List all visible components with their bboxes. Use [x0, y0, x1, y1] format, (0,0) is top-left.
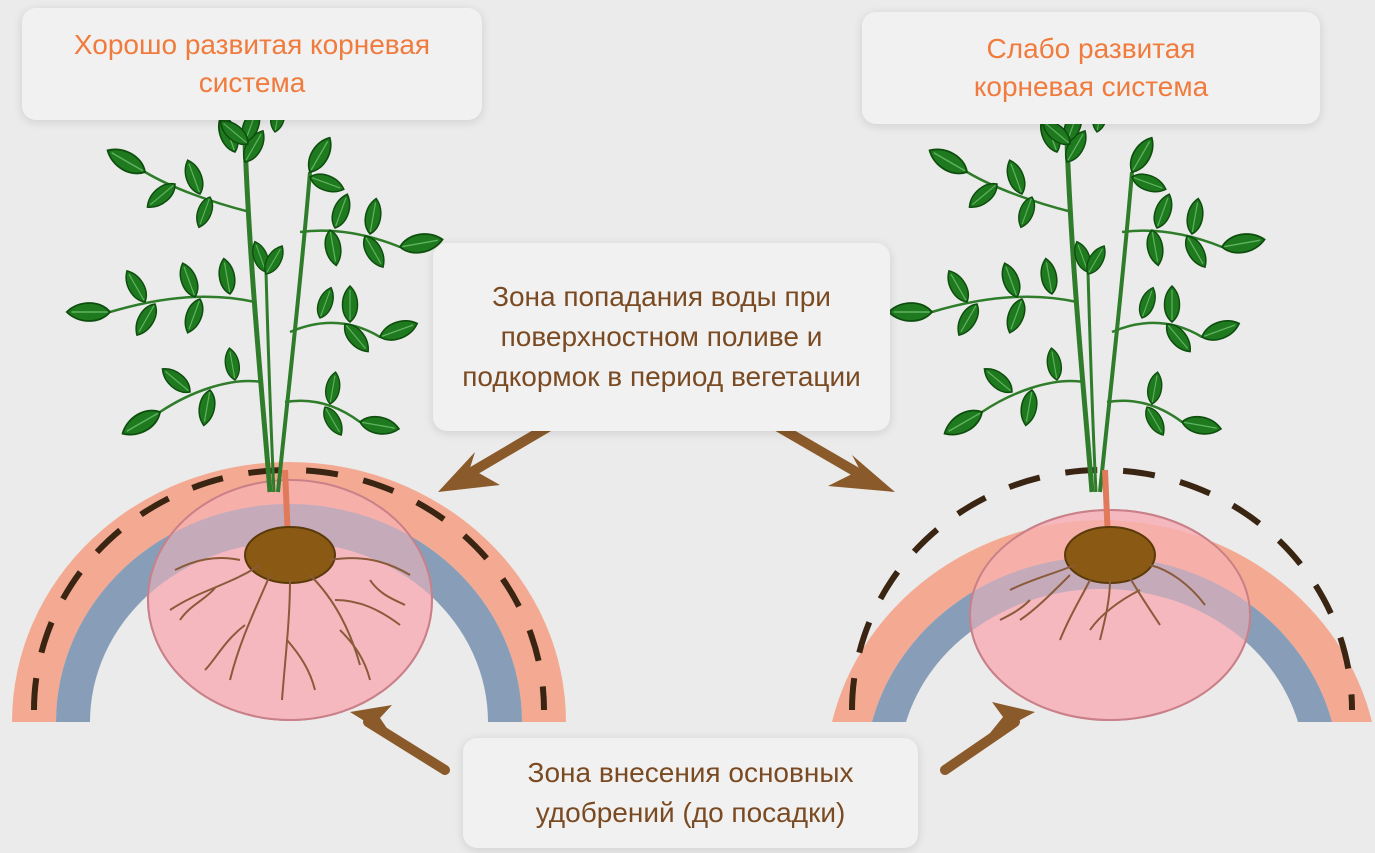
- label-watering-zone: Зона попадания воды при поверхностном по…: [433, 243, 890, 431]
- label-watering-line-3: подкормок в период вегетации: [462, 357, 860, 397]
- arrow-to-right-ellipse: [945, 722, 1015, 770]
- label-good-root-line-1: Хорошо развитая корневая: [74, 26, 430, 64]
- label-fertilizer-zone: Зона внесения основных удобрений (до пос…: [463, 738, 918, 848]
- right-tuber: [1065, 527, 1155, 583]
- label-weak-root-line-1: Слабо развитая: [987, 30, 1196, 68]
- label-fertilizer-line-2: удобрений (до посадки): [536, 793, 846, 833]
- label-watering-line-2: поверхностном поливе и: [501, 317, 823, 357]
- label-fertilizer-line-1: Зона внесения основных: [528, 753, 854, 793]
- label-good-root-system: Хорошо развитая корневая система: [22, 8, 482, 120]
- right-plant-diagram: [832, 99, 1372, 722]
- label-watering-line-1: Зона попадания воды при: [492, 277, 831, 317]
- label-weak-root-line-2: корневая система: [974, 68, 1208, 106]
- label-good-root-line-2: система: [199, 64, 306, 102]
- label-weak-root-system: Слабо развитая корневая система: [862, 12, 1320, 124]
- left-tuber: [245, 527, 335, 583]
